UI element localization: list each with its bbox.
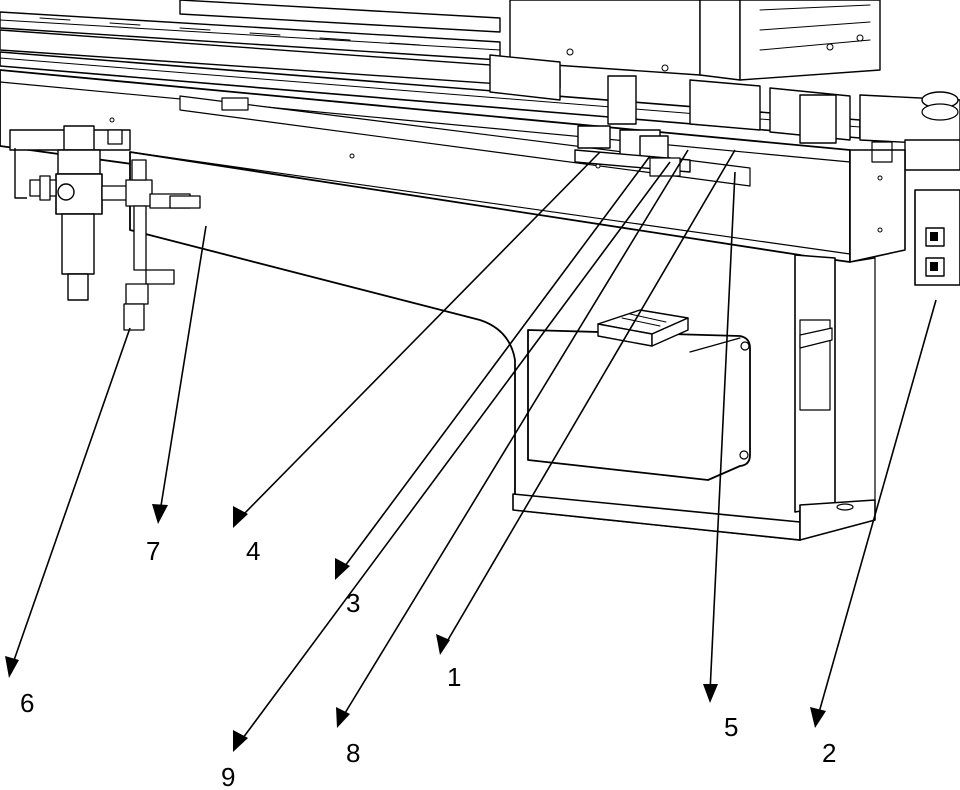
arrowhead-6 — [5, 656, 19, 678]
leader-line-1 — [444, 149, 736, 646]
leader-line-3 — [341, 155, 651, 571]
callout-1: 1 — [447, 662, 461, 692]
callout-8: 8 — [346, 738, 360, 768]
leader-line-4 — [239, 151, 601, 519]
arrowhead-1 — [436, 634, 450, 655]
arrowhead-5 — [703, 684, 718, 703]
callout-2: 2 — [822, 738, 836, 768]
leader-line-9 — [239, 161, 671, 743]
electrical-box — [527, 309, 751, 481]
arrowhead-3 — [335, 558, 350, 580]
air-filter-regulator — [9, 125, 201, 331]
arrowhead-4 — [233, 506, 248, 528]
callout-6: 6 — [20, 688, 34, 718]
leader-line-2 — [817, 299, 937, 717]
arrowhead-7 — [152, 504, 168, 524]
callout-5: 5 — [724, 712, 738, 742]
arrowhead-8 — [336, 707, 350, 728]
callout-4: 4 — [246, 536, 260, 566]
leader-line-6 — [11, 327, 131, 667]
leader-line-5 — [709, 171, 736, 693]
callout-labels: 1 2 3 4 5 6 7 8 9 — [20, 536, 836, 790]
callout-3: 3 — [346, 588, 360, 618]
switch-panel — [914, 189, 960, 286]
arrowhead-9 — [233, 730, 248, 752]
callout-7: 7 — [146, 536, 160, 566]
arrowhead-2 — [810, 707, 826, 728]
leader-line-8 — [341, 149, 689, 719]
callout-leaders — [5, 149, 937, 752]
leader-line-7 — [159, 225, 207, 513]
sensor-bracket-assembly — [574, 75, 691, 177]
upper-rail-assembly — [0, 0, 960, 171]
callout-9: 9 — [221, 762, 235, 790]
